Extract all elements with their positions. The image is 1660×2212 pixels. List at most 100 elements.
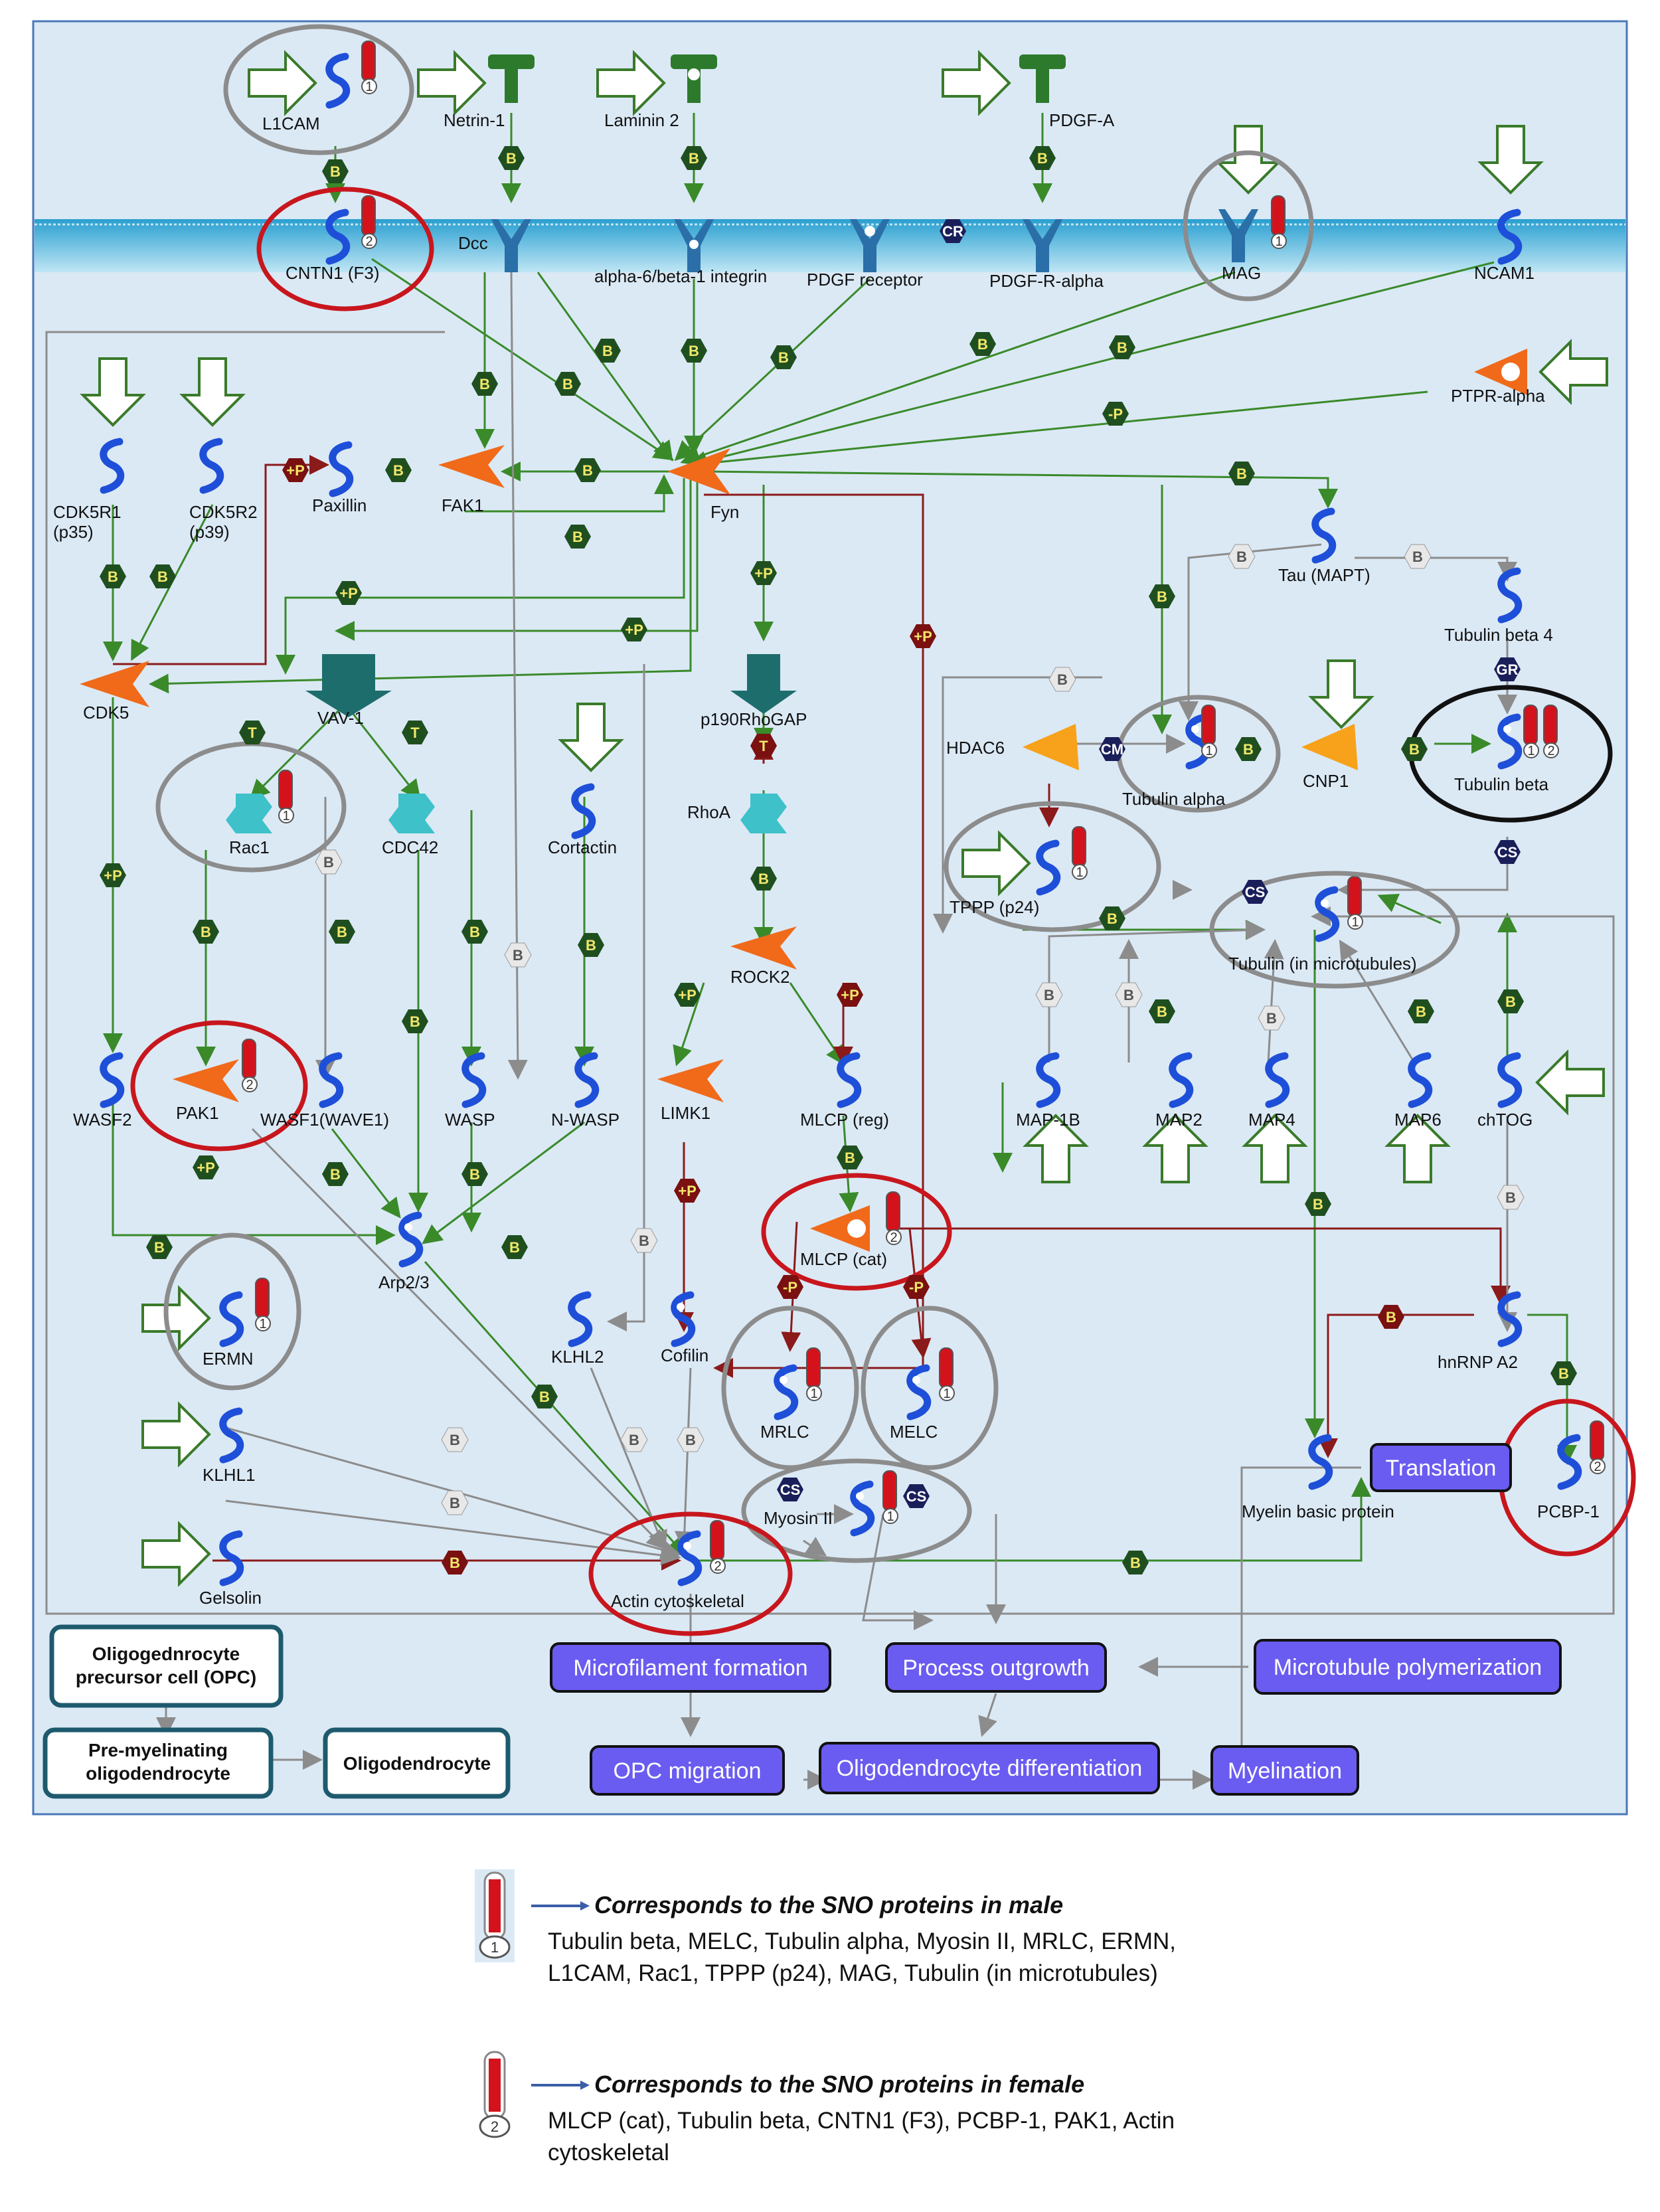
svg-text:B: B: [1236, 549, 1247, 565]
svg-text:B: B: [1236, 466, 1247, 482]
male-circle-myosin2: [741, 1458, 972, 1563]
p190-exchanger: [730, 654, 797, 714]
other-enzymes: [226, 349, 1527, 1252]
edge-badges: B B B B B B B B B B B B B B B B B B B B …: [100, 146, 1577, 1574]
svg-text:B: B: [450, 1555, 460, 1571]
svg-text:B: B: [469, 1166, 480, 1183]
label-klhl1: KLHL1: [203, 1465, 256, 1485]
svg-text:B: B: [689, 343, 699, 359]
badge-binding-red: B B: [442, 1305, 1404, 1574]
label-pdgf-receptor: PDGF receptor: [807, 270, 923, 290]
svg-text:1: 1: [282, 809, 290, 823]
netrin1-ligand: [488, 54, 535, 103]
svg-text:B: B: [1416, 1003, 1426, 1020]
svg-text:B: B: [582, 462, 593, 479]
male-circle-tubulin-mt: [1209, 871, 1460, 989]
svg-text:B: B: [1037, 150, 1048, 167]
label-cnp1: CNP1: [1303, 771, 1349, 791]
svg-text:B: B: [1409, 741, 1420, 758]
svg-text:Microtubule polymerization: Microtubule polymerization: [1274, 1655, 1542, 1680]
ptpr-alpha-enzyme: [1474, 349, 1527, 395]
svg-text:1: 1: [259, 1317, 266, 1331]
svg-text:GR: GR: [1497, 661, 1519, 678]
female-circle-pak1: [130, 1020, 308, 1151]
svg-text:oligodendrocyte: oligodendrocyte: [86, 1763, 230, 1784]
label-cdk5: CDK5: [83, 703, 129, 723]
wasf1-protein: [319, 1052, 344, 1108]
pcbp1-protein: [1557, 1434, 1582, 1490]
label-ermn: ERMN: [203, 1349, 254, 1369]
svg-text:2: 2: [365, 234, 373, 249]
nwasp-protein: [574, 1052, 600, 1108]
label-tppp: TPPP (p24): [950, 897, 1039, 917]
svg-text:2: 2: [890, 1231, 897, 1245]
paxillin-protein: [329, 441, 354, 497]
label-hnrnp: hnRNP A2: [1438, 1352, 1518, 1372]
svg-text:2: 2: [1594, 1460, 1601, 1474]
svg-text:OPC migration: OPC migration: [614, 1758, 762, 1784]
svg-text:+P: +P: [678, 1183, 697, 1199]
svg-text:B: B: [450, 1495, 460, 1511]
tubulin-beta4-protein: [1497, 567, 1523, 624]
male-circle-l1cam: [223, 24, 414, 155]
svg-text:B: B: [1107, 910, 1118, 927]
svg-text:1: 1: [1205, 744, 1212, 758]
legend-male: 1 Corresponds to the SNO proteins in mal…: [458, 1859, 1321, 2025]
label-mbp: Myelin basic protein: [1242, 1501, 1394, 1521]
badge-transformation: T T T: [239, 721, 777, 758]
label-wasp: WASP: [445, 1110, 495, 1130]
label-fyn: Fyn: [710, 502, 739, 522]
svg-text:CR: CR: [942, 223, 963, 240]
process-outgrowth: Process outgrowth: [885, 1642, 1107, 1693]
svg-text:B: B: [337, 924, 347, 940]
cdk5r2-protein: [199, 438, 224, 494]
svg-text:B: B: [1243, 741, 1254, 758]
label-cdk5r1-a: CDK5R1: [53, 502, 122, 522]
marker-tubulin-beta-2: 2: [1543, 705, 1559, 758]
label-paxillin: Paxillin: [312, 495, 367, 515]
svg-text:-P: -P: [909, 1279, 924, 1296]
label-tubulin-beta: Tubulin beta: [1454, 774, 1549, 794]
svg-text:B: B: [758, 871, 769, 887]
marker-tubulin-beta-1: 1: [1523, 705, 1539, 758]
marker-melc: 1: [939, 1347, 955, 1401]
ncam1-protein: [1497, 209, 1523, 265]
male-circle-tppp: [944, 801, 1161, 932]
tppp-protein: [1036, 839, 1061, 896]
mbp-protein: [1308, 1434, 1333, 1490]
label-arp23: Arp2/3: [378, 1272, 430, 1292]
laminin2-ligand: [671, 54, 717, 103]
actin-protein: [677, 1530, 703, 1586]
female-circle-mlcp-cat: [761, 1173, 952, 1291]
cdk5r1-protein: [100, 438, 125, 494]
klhl2-protein: [568, 1291, 593, 1347]
badge-binding-gray: B B B B B B B B B B B B B B: [315, 544, 1525, 1515]
hdac6-enzyme: [1023, 724, 1079, 770]
label-tubulin-alpha: Tubulin alpha: [1122, 789, 1226, 809]
svg-text:B: B: [513, 947, 523, 964]
stage-oligodendrocyte: Oligodendrocyte: [323, 1727, 511, 1799]
limk1-kinase: [657, 1059, 724, 1102]
badge-phosphorylation: +P +P +P +P +P +P +P +P +P +P: [100, 458, 936, 1203]
svg-text:B: B: [393, 462, 404, 479]
legend-male-list: Tubulin beta, MELC, Tubulin alpha, Myosi…: [548, 1928, 1177, 1986]
svg-text:B: B: [562, 376, 573, 392]
label-chtog: chTOG: [1477, 1110, 1533, 1130]
svg-text:B: B: [778, 349, 789, 366]
male-circle-mag: [1183, 150, 1314, 301]
hnrnp-protein: [1497, 1291, 1523, 1347]
melc-protein: [906, 1364, 932, 1420]
label-limk1: LIMK1: [661, 1103, 710, 1123]
node-labels: L1CAM Netrin-1 Laminin 2 PDGF-A CNTN1 (F…: [53, 110, 1600, 1611]
cntn1-protein: [325, 209, 351, 265]
svg-text:+P: +P: [841, 987, 859, 1003]
label-map6: MAP6: [1394, 1110, 1442, 1130]
legend-female: 2 Corresponds to the SNO proteins in fem…: [458, 2039, 1321, 2205]
pak1-kinase: [173, 1059, 239, 1102]
pdgf-receptor: [850, 219, 890, 272]
svg-text:B: B: [586, 937, 596, 954]
svg-text:Oligodendrocyte: Oligodendrocyte: [343, 1753, 491, 1774]
legend-arrow-icon: [531, 2081, 590, 2090]
myosin2-protein: [850, 1480, 875, 1537]
kinase-shapes: [80, 445, 797, 1102]
